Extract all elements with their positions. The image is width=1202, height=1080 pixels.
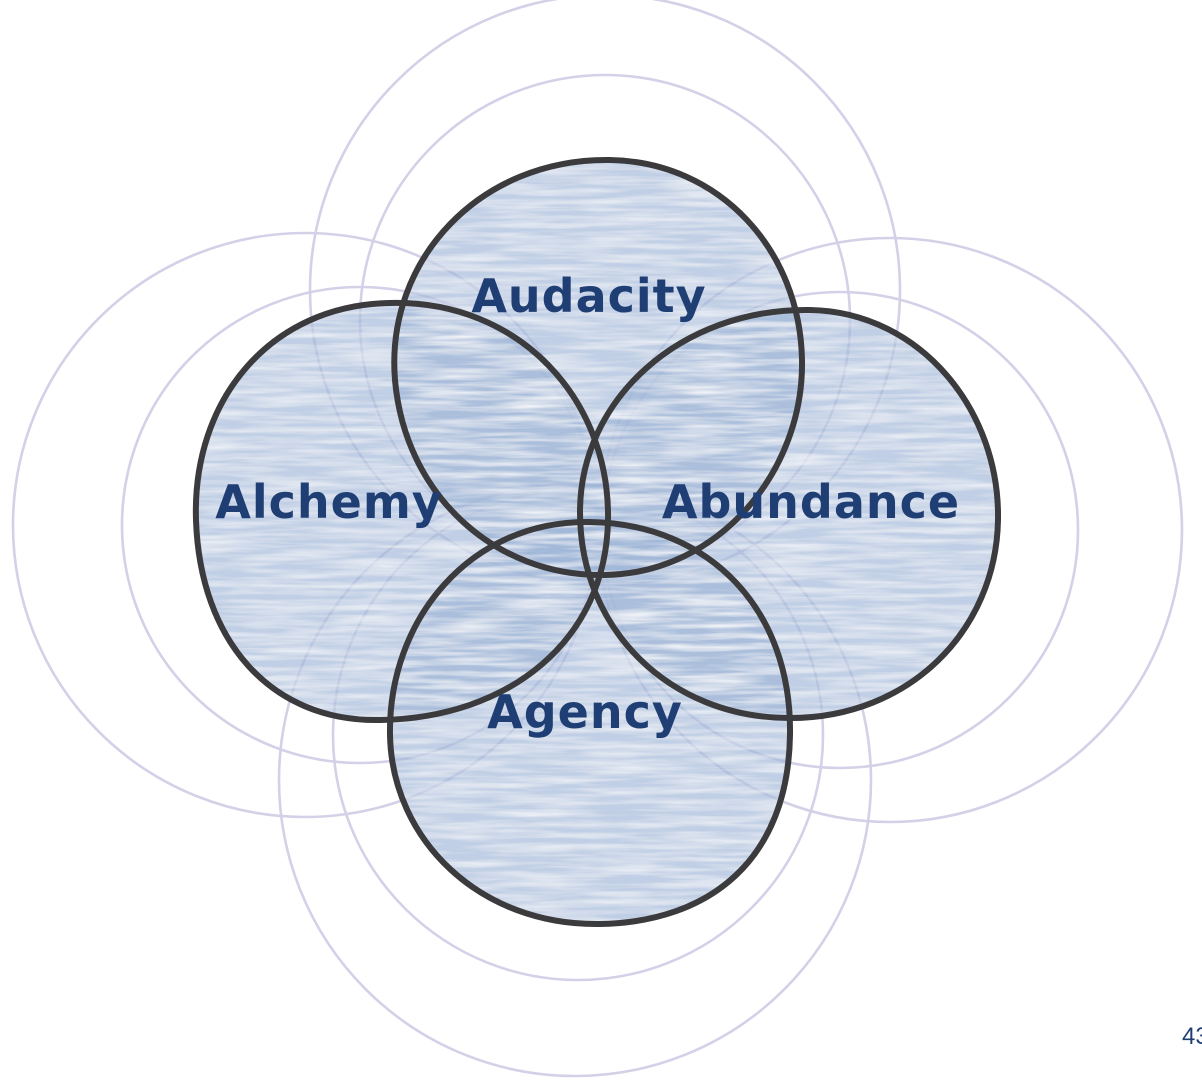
label-agency: Agency [487, 685, 683, 739]
label-abundance: Abundance [662, 475, 960, 529]
label-audacity: Audacity [471, 269, 706, 323]
page-number: 43 [1182, 1023, 1202, 1051]
label-alchemy: Alchemy [215, 475, 443, 529]
